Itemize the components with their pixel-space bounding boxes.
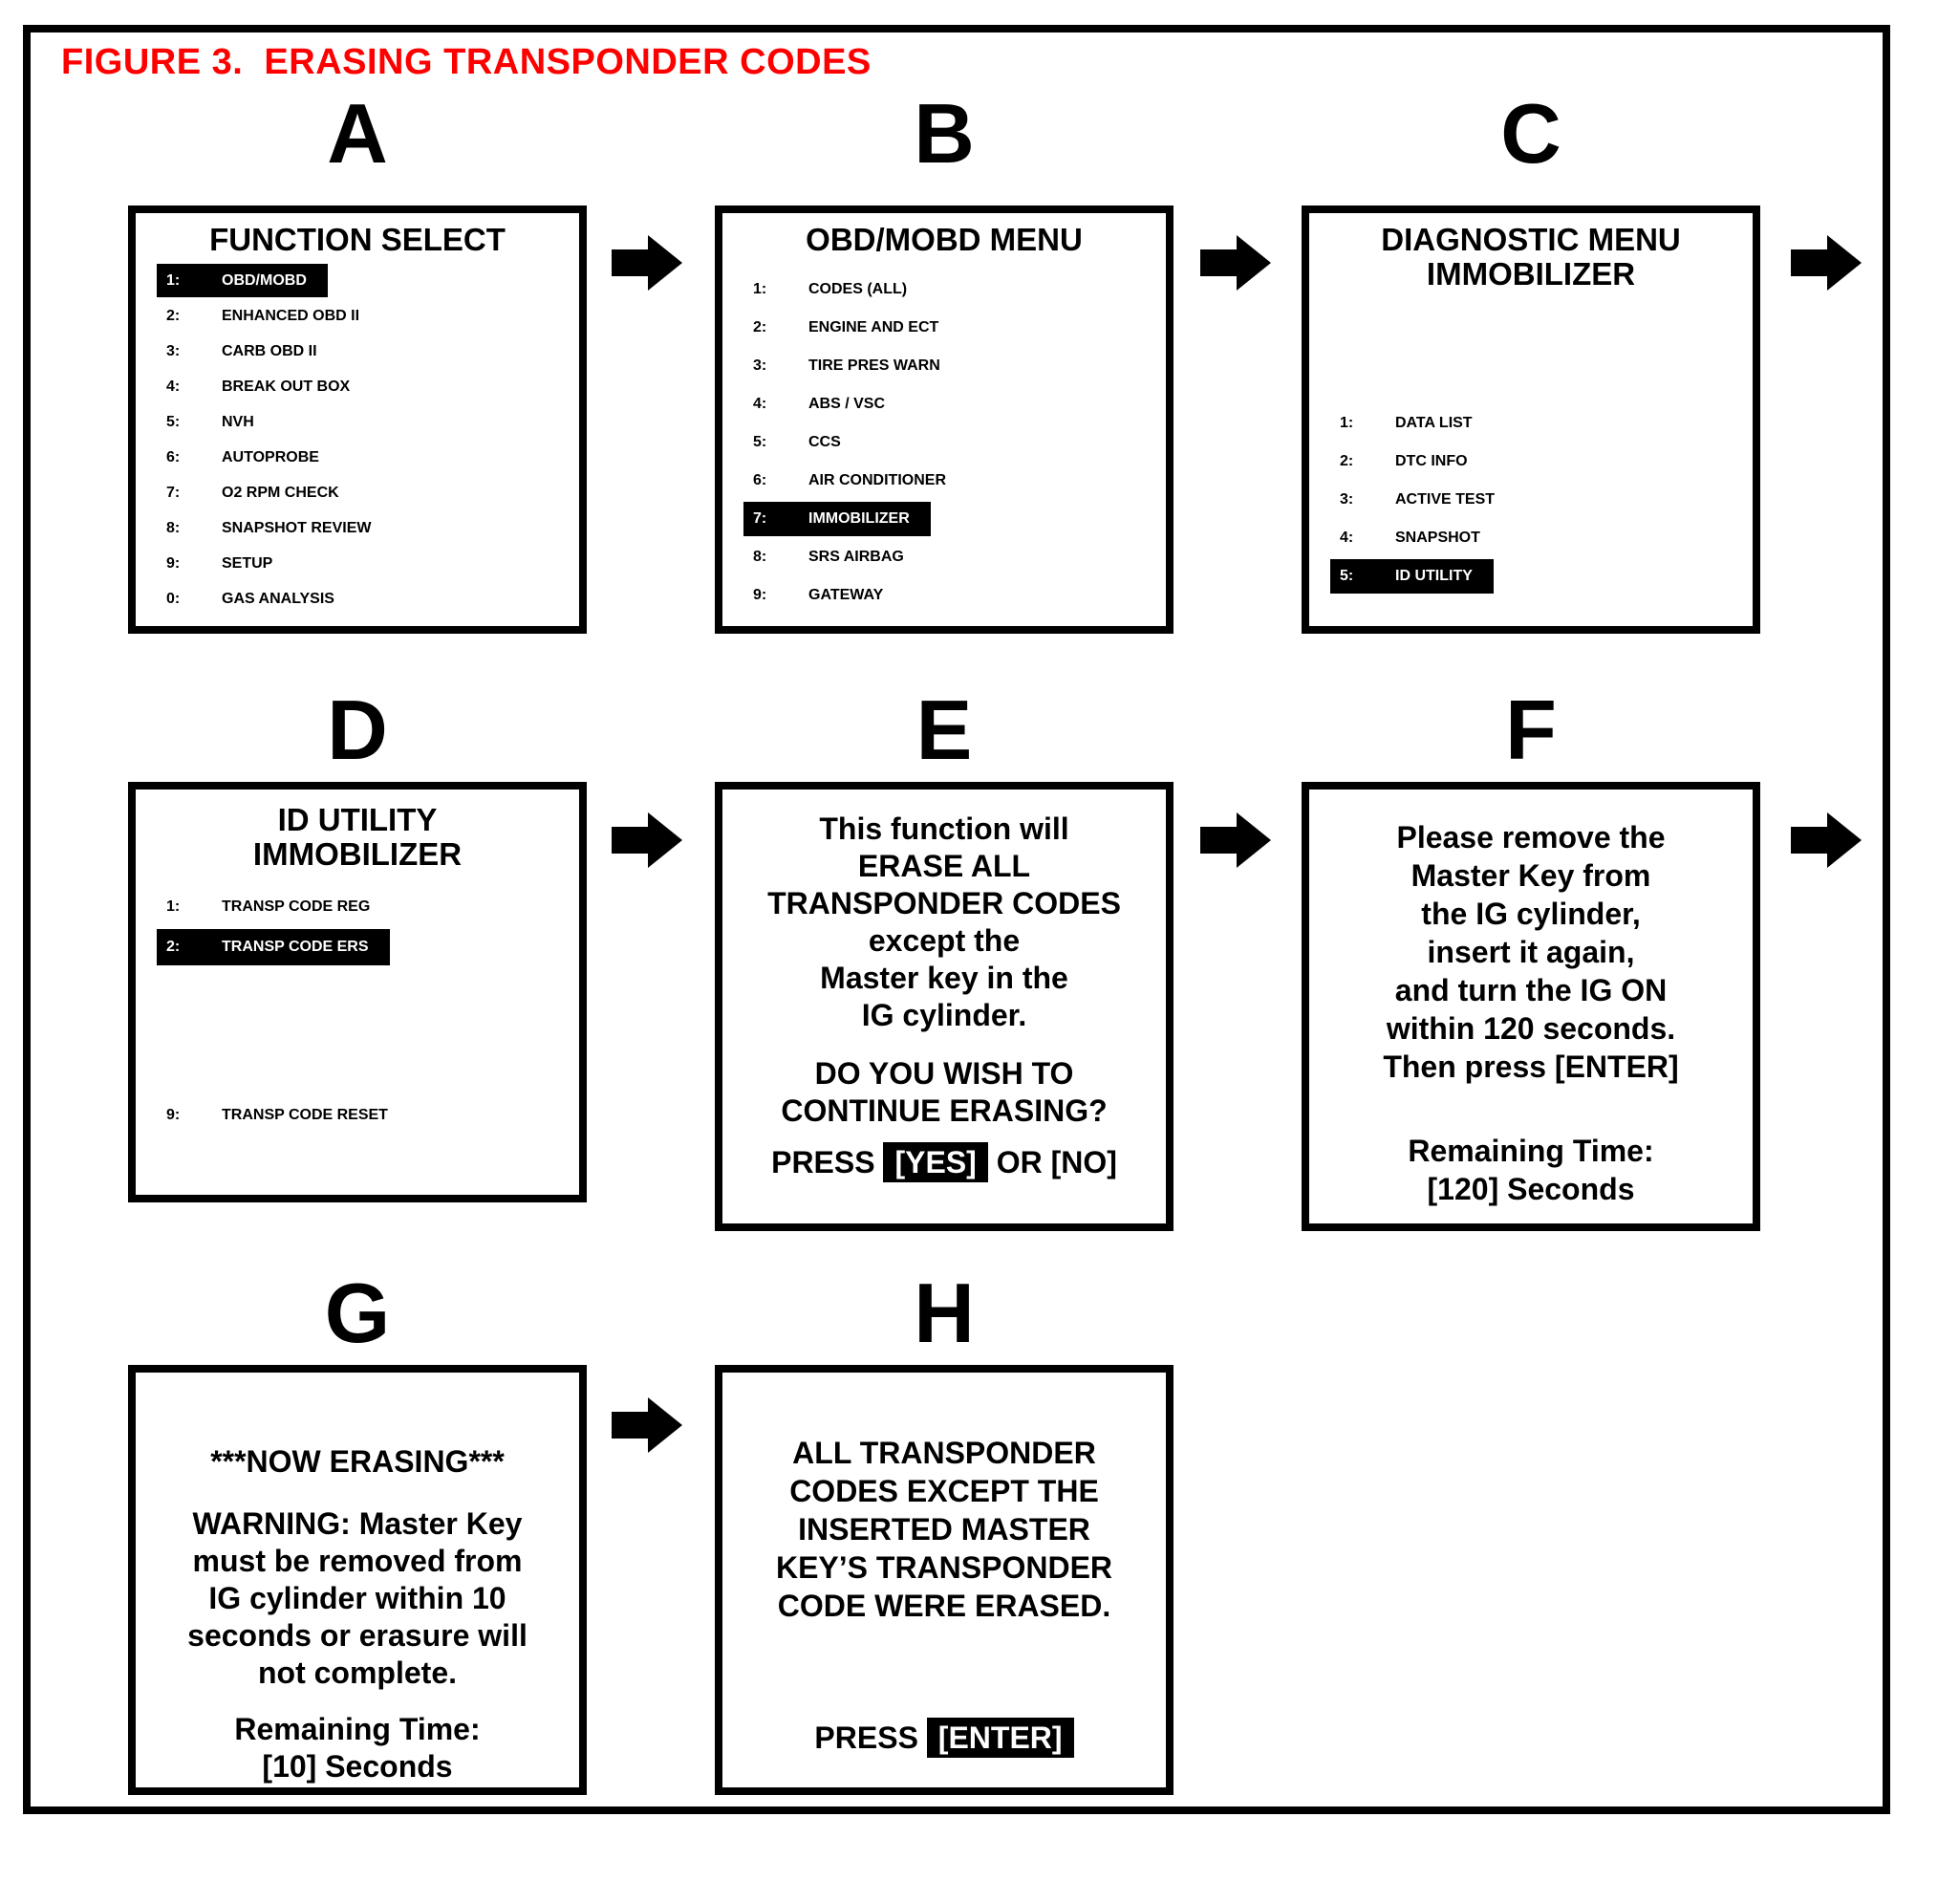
- flow-arrow-icon: [612, 812, 682, 868]
- menu-item: 9:SETUP: [166, 554, 273, 572]
- remaining-time-label: Remaining Time:: [234, 1712, 481, 1746]
- menu-item: 7:O2 RPM CHECK: [166, 484, 339, 501]
- menu-item: 1:OBD/MOBD: [136, 263, 579, 298]
- message-line: ERASE ALL: [857, 849, 1031, 883]
- message-line: KEY’S TRANSPONDER: [775, 1550, 1113, 1585]
- message-line: Master Key from: [1410, 858, 1651, 893]
- menu-item: 3:ACTIVE TEST: [1340, 490, 1496, 508]
- screen-a-function-select: FUNCTION SELECT 1:OBD/MOBD 2:ENHANCED OB…: [128, 206, 587, 634]
- flow-arrow-icon: [612, 235, 682, 291]
- menu-item: 4:BREAK OUT BOX: [166, 378, 351, 395]
- question-line: CONTINUE ERASING?: [781, 1093, 1108, 1128]
- menu-item: 8:SRS AIRBAG: [753, 548, 904, 565]
- screen-c-menu: 1:DATA LIST 2:DTC INFO 3:ACTIVE TEST 4:S…: [1309, 404, 1753, 595]
- message-line: the IG cylinder,: [1421, 897, 1641, 931]
- menu-item: 1:DATA LIST: [1340, 414, 1473, 431]
- menu-item: 0:GAS ANALYSIS: [166, 590, 334, 607]
- screen-h-erase-complete: ALL TRANSPONDER CODES EXCEPT THE INSERTE…: [715, 1365, 1174, 1795]
- screen-c-title-line1: DIAGNOSTIC MENU: [1381, 222, 1681, 257]
- enter-key: [ENTER]: [926, 1718, 1074, 1758]
- screen-c-title-line2: IMMOBILIZER: [1426, 256, 1636, 292]
- screen-d-menu: 1:TRANSP CODE REG 2:TRANSP CODE ERS 9:TR…: [136, 887, 579, 1136]
- menu-item: 2:ENHANCED OBD II: [166, 307, 360, 324]
- screen-a-title: FUNCTION SELECT: [209, 222, 506, 257]
- screen-b-obd-mobd-menu: OBD/MOBD MENU 1:CODES (ALL) 2:ENGINE AND…: [715, 206, 1174, 634]
- remaining-time-label: Remaining Time:: [1408, 1134, 1654, 1168]
- flow-arrow-icon: [1200, 812, 1271, 868]
- screen-a-menu: 1:OBD/MOBD 2:ENHANCED OBD II 3:CARB OBD …: [136, 263, 579, 617]
- menu-item: 3:CARB OBD II: [166, 342, 317, 359]
- menu-item: 7:IMMOBILIZER: [722, 500, 1166, 538]
- screen-d-id-utility: ID UTILITY IMMOBILIZER 1:TRANSP CODE REG…: [128, 782, 587, 1202]
- remaining-time-value: [10] Seconds: [262, 1749, 453, 1784]
- press-instruction: PRESS [YES] OR [NO]: [722, 1142, 1166, 1182]
- menu-item: 4:ABS / VSC: [753, 395, 886, 412]
- menu-item: 8:SNAPSHOT REVIEW: [166, 519, 372, 536]
- menu-item: 2:ENGINE AND ECT: [753, 318, 939, 335]
- message-line: insert it again,: [1427, 935, 1635, 969]
- message-line: CODES EXCEPT THE: [789, 1474, 1099, 1508]
- menu-item: 5:CCS: [753, 433, 841, 450]
- step-label-c: C: [1500, 86, 1561, 181]
- figure-border: [23, 25, 1890, 1814]
- menu-item: 1:TRANSP CODE REG: [166, 898, 371, 915]
- message-line: Please remove the: [1396, 820, 1666, 855]
- menu-item: 6:AIR CONDITIONER: [753, 471, 946, 488]
- remaining-time-value: [120] Seconds: [1427, 1172, 1635, 1206]
- step-label-e: E: [915, 682, 973, 777]
- screen-b-menu: 1:CODES (ALL) 2:ENGINE AND ECT 3:TIRE PR…: [722, 270, 1166, 615]
- step-label-b: B: [914, 86, 975, 181]
- screen-d-title-line2: IMMOBILIZER: [252, 836, 463, 872]
- message-line: IG cylinder.: [861, 998, 1027, 1032]
- warning-line: IG cylinder within 10: [208, 1581, 506, 1615]
- message-line: except the: [868, 923, 1021, 958]
- message-line: within 120 seconds.: [1386, 1011, 1676, 1046]
- screen-g-now-erasing: ***NOW ERASING*** WARNING: Master Key mu…: [128, 1365, 587, 1795]
- step-label-d: D: [327, 682, 388, 777]
- message-line: Master key in the: [820, 961, 1068, 995]
- message-line: ALL TRANSPONDER: [792, 1436, 1096, 1470]
- menu-item: 1:CODES (ALL): [753, 280, 908, 297]
- screen-e-erase-confirm: This function will ERASE ALL TRANSPONDER…: [715, 782, 1174, 1231]
- screen-f-reinsert-key: Please remove the Master Key from the IG…: [1302, 782, 1760, 1231]
- menu-item: 3:TIRE PRES WARN: [753, 357, 940, 374]
- step-label-f: F: [1505, 682, 1557, 777]
- warning-line: not complete.: [257, 1655, 457, 1690]
- menu-item: 2:DTC INFO: [1340, 452, 1468, 469]
- warning-line: must be removed from: [192, 1544, 523, 1578]
- menu-item: 4:SNAPSHOT: [1340, 529, 1480, 546]
- question-line: DO YOU WISH TO: [814, 1056, 1074, 1091]
- menu-item: 2:TRANSP CODE ERS: [136, 927, 579, 967]
- message-line: CODE WERE ERASED.: [777, 1589, 1111, 1623]
- menu-item: 9:GATEWAY: [753, 586, 884, 603]
- message-line: This function will: [819, 811, 1069, 846]
- menu-item: 9:TRANSP CODE RESET: [166, 1107, 388, 1123]
- flow-arrow-icon: [1791, 235, 1862, 291]
- menu-item: 5:ID UTILITY: [1309, 557, 1753, 595]
- press-instruction: PRESS [ENTER]: [722, 1718, 1166, 1758]
- warning-line: WARNING: Master Key: [192, 1506, 523, 1541]
- flow-arrow-icon: [1791, 812, 1862, 868]
- screen-c-diagnostic-menu: DIAGNOSTIC MENU IMMOBILIZER 1:DATA LIST …: [1302, 206, 1760, 634]
- screen-d-title-line1: ID UTILITY: [277, 802, 438, 837]
- screen-b-title: OBD/MOBD MENU: [806, 222, 1083, 257]
- message-line: INSERTED MASTER: [798, 1512, 1090, 1547]
- message-line: TRANSPONDER CODES: [767, 886, 1121, 920]
- step-label-a: A: [327, 86, 388, 181]
- message-line: Then press [ENTER]: [1383, 1049, 1679, 1084]
- yes-key: [YES]: [883, 1142, 988, 1182]
- flow-arrow-icon: [612, 1397, 682, 1453]
- menu-item: 5:NVH: [166, 413, 254, 430]
- figure-title: FIGURE 3. ERASING TRANSPONDER CODES: [61, 42, 872, 82]
- step-label-h: H: [914, 1266, 975, 1360]
- warning-line: seconds or erasure will: [187, 1618, 528, 1653]
- menu-item: 6:AUTOPROBE: [166, 448, 319, 465]
- flow-arrow-icon: [1200, 235, 1271, 291]
- now-erasing-line: ***NOW ERASING***: [210, 1444, 505, 1479]
- step-label-g: G: [324, 1266, 391, 1360]
- message-line: and turn the IG ON: [1394, 973, 1668, 1007]
